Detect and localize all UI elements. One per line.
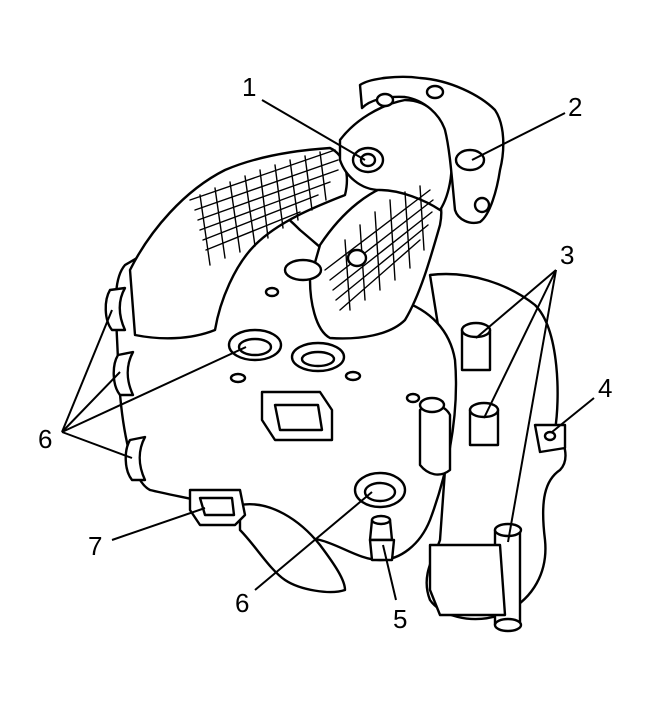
callout-3: 3 [560, 240, 574, 270]
callout-5: 5 [393, 604, 407, 634]
callout-7: 7 [88, 531, 102, 561]
port-openings [227, 258, 421, 509]
leader-lines [61, 99, 595, 601]
callout-2: 2 [568, 92, 582, 122]
callout-6-left: 6 [38, 424, 52, 454]
sensor-fitting [368, 514, 396, 562]
callout-1: 1 [242, 72, 256, 102]
upper-bolt-boss [346, 146, 385, 268]
stud-bosses-left [104, 286, 147, 482]
center-bracket [260, 390, 334, 442]
lower-left-mount [188, 488, 247, 527]
callout-6-bottom: 6 [235, 588, 249, 618]
outlet-flange-holes [375, 84, 491, 214]
rear-bracket [533, 423, 567, 454]
callout-labels: 1 2 3 4 5 6 6 7 [38, 72, 612, 634]
lower-right-flange [418, 396, 507, 617]
callout-4: 4 [598, 373, 612, 403]
heat-shield-texture-left [189, 149, 339, 266]
